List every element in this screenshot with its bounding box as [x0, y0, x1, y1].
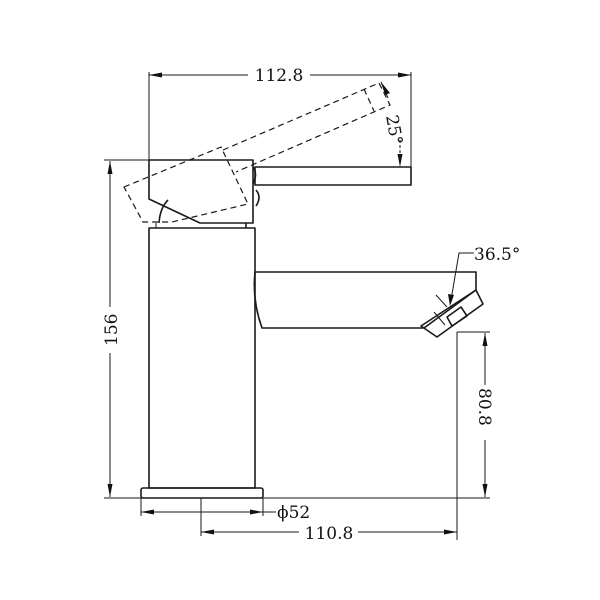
spout-reach-label: 110.8 — [305, 524, 354, 544]
dimension-base-diameter: ϕ52 — [140, 498, 310, 523]
lever-angle-label: 25° — [381, 113, 406, 146]
faucet-body — [148, 223, 256, 489]
handle-lifted-outline — [123, 82, 391, 223]
dimension-overall-height: 156 — [102, 159, 490, 499]
spout-angle-label: 36.5° — [474, 245, 520, 265]
overall-width-label: 112.8 — [255, 66, 304, 86]
spout-height-label: 80.8 — [474, 388, 494, 426]
base-diameter-label: ϕ52 — [277, 503, 310, 523]
handle-body — [148, 159, 412, 228]
spout — [253, 271, 484, 338]
faucet-base — [140, 487, 264, 499]
overall-height-label: 156 — [102, 314, 122, 346]
dimension-spout-height: 80.8 — [456, 331, 494, 540]
dimension-overall-width: 112.8 — [148, 66, 412, 168]
dimension-spout-angle: 36.5° — [448, 245, 520, 306]
dimension-spout-reach: 110.8 — [200, 498, 457, 544]
